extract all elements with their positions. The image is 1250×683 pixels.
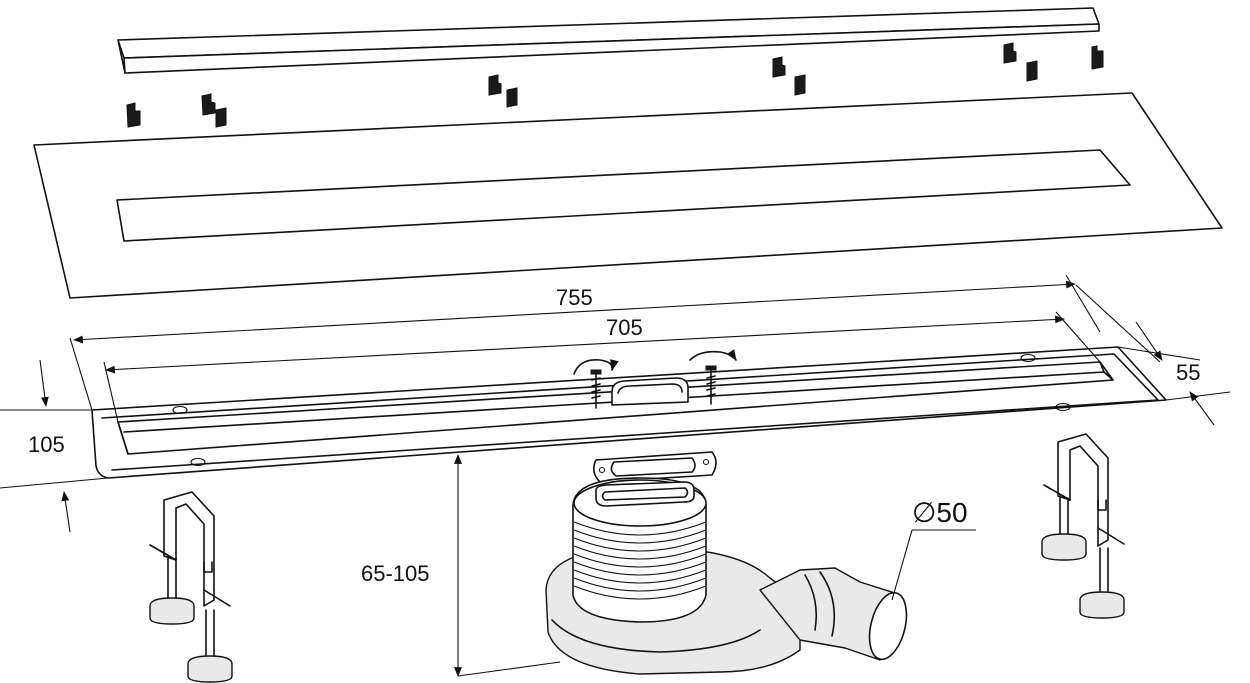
adjustable-foot-right xyxy=(1041,433,1125,619)
drain-channel xyxy=(91,346,1167,479)
grate-bar xyxy=(117,7,1100,74)
dim-diameter-label: ∅50 xyxy=(912,497,968,528)
frame-plate xyxy=(33,92,1223,299)
dim-705-label: 705 xyxy=(606,315,643,340)
adjustable-foot-left xyxy=(149,491,233,683)
dim-55-label: 55 xyxy=(1176,360,1200,385)
dimension-lines xyxy=(0,274,1231,677)
mounting-clips xyxy=(126,42,1104,128)
dim-755-label: 755 xyxy=(556,285,593,310)
siphon-outlet xyxy=(545,451,908,675)
dim-65-105-label: 65-105 xyxy=(361,561,430,586)
dim-105-label: 105 xyxy=(28,432,65,457)
